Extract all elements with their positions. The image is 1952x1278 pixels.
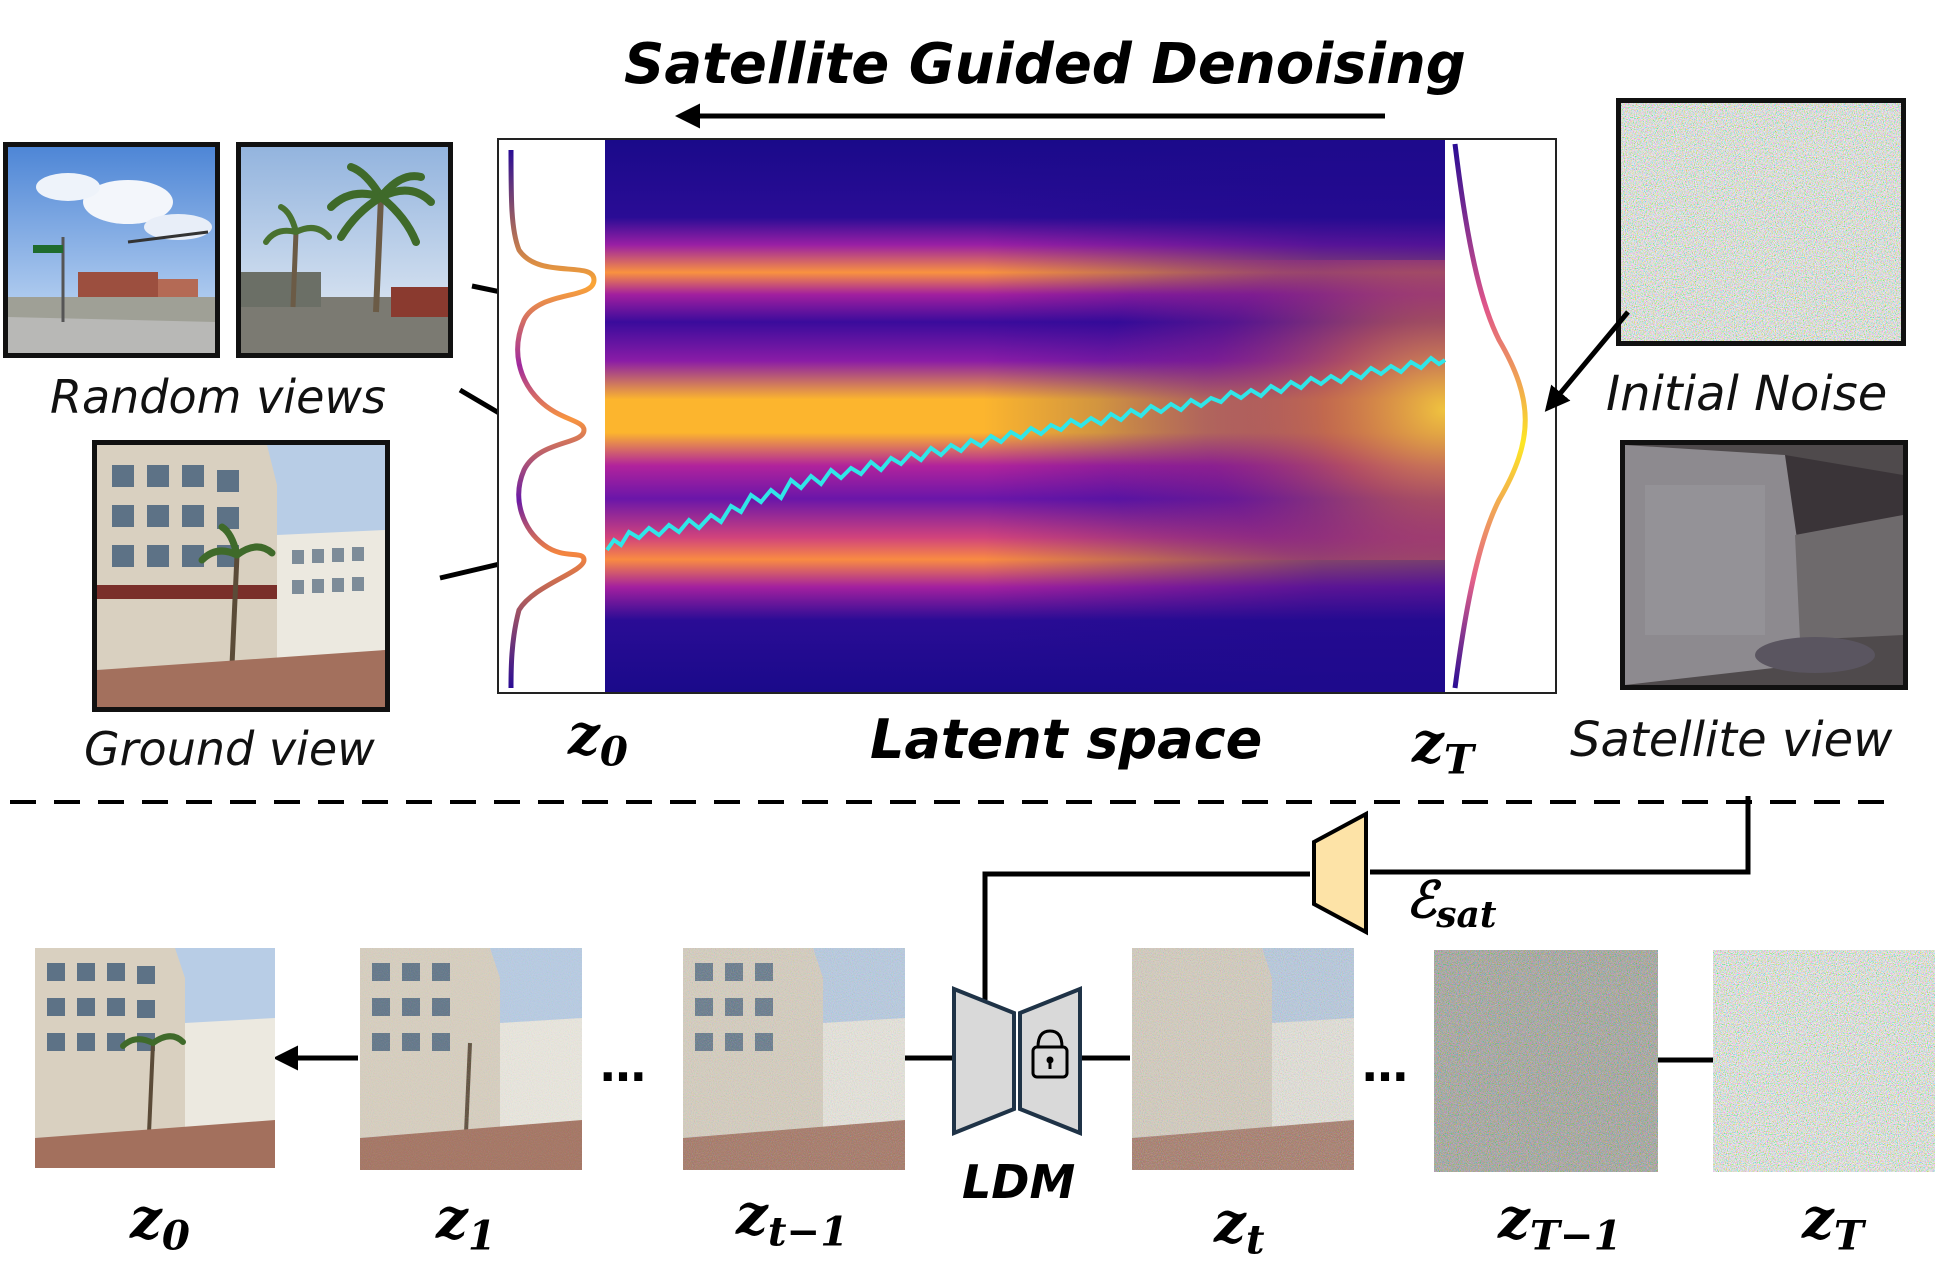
step-label-zt: zt (1214, 1190, 1265, 1264)
satellite-view-image (1620, 440, 1908, 690)
blurred-render-icon (1625, 445, 1903, 685)
step-label-zt-1: zt−1 (736, 1182, 849, 1256)
latent-panel (497, 138, 1557, 694)
street-scene-icon (8, 147, 215, 353)
step-image-z0 (35, 948, 275, 1168)
latent-z0-label: z0 (568, 702, 628, 776)
random-view-image-1 (3, 142, 220, 358)
step-image-zt (1132, 948, 1354, 1170)
diagram-title: Satellite Guided Denoising (624, 32, 1466, 97)
step-label-z1: z1 (436, 1186, 496, 1260)
step-label-z0: z0 (130, 1186, 190, 1260)
latent-heatmap (508, 140, 1528, 692)
satellite-view-label: Satellite view (1570, 712, 1893, 768)
noise-distribution-curve (1452, 143, 1528, 689)
step-image-zt-1 (683, 948, 905, 1170)
initial-noise-image (1616, 98, 1906, 346)
initial-noise-label: Initial Noise (1606, 366, 1888, 422)
ellipsis-left: … (600, 1038, 650, 1092)
encoder-label: ℰsat (1406, 870, 1497, 937)
ldm-label: LDM (962, 1155, 1076, 1209)
step-label-zT: zT (1802, 1186, 1864, 1260)
latent-zT-label: zT (1412, 710, 1474, 784)
lock-icon (1031, 1029, 1069, 1079)
ldm-block (952, 986, 1082, 1136)
data-distribution-curve (508, 149, 597, 689)
random-views-label: Random views (50, 370, 386, 424)
denoising-trajectory (605, 355, 1447, 552)
section-divider (10, 800, 1900, 804)
ground-view-image (92, 440, 390, 712)
title-arrow (675, 103, 1385, 129)
ground-view-label: Ground view (84, 722, 375, 776)
latent-space-label: Latent space (870, 708, 1263, 771)
building-scene-icon (97, 445, 385, 707)
satellite-encoder (1312, 810, 1368, 936)
ellipsis-right: … (1362, 1038, 1412, 1092)
step-image-zT-1 (1434, 950, 1658, 1172)
palm-trees-icon (241, 147, 448, 353)
step-image-z1 (360, 948, 582, 1170)
step-label-zT-1: zT−1 (1498, 1186, 1622, 1260)
noise-arrow (1544, 310, 1630, 412)
step-image-zT (1713, 950, 1935, 1172)
random-view-image-2 (236, 142, 453, 358)
